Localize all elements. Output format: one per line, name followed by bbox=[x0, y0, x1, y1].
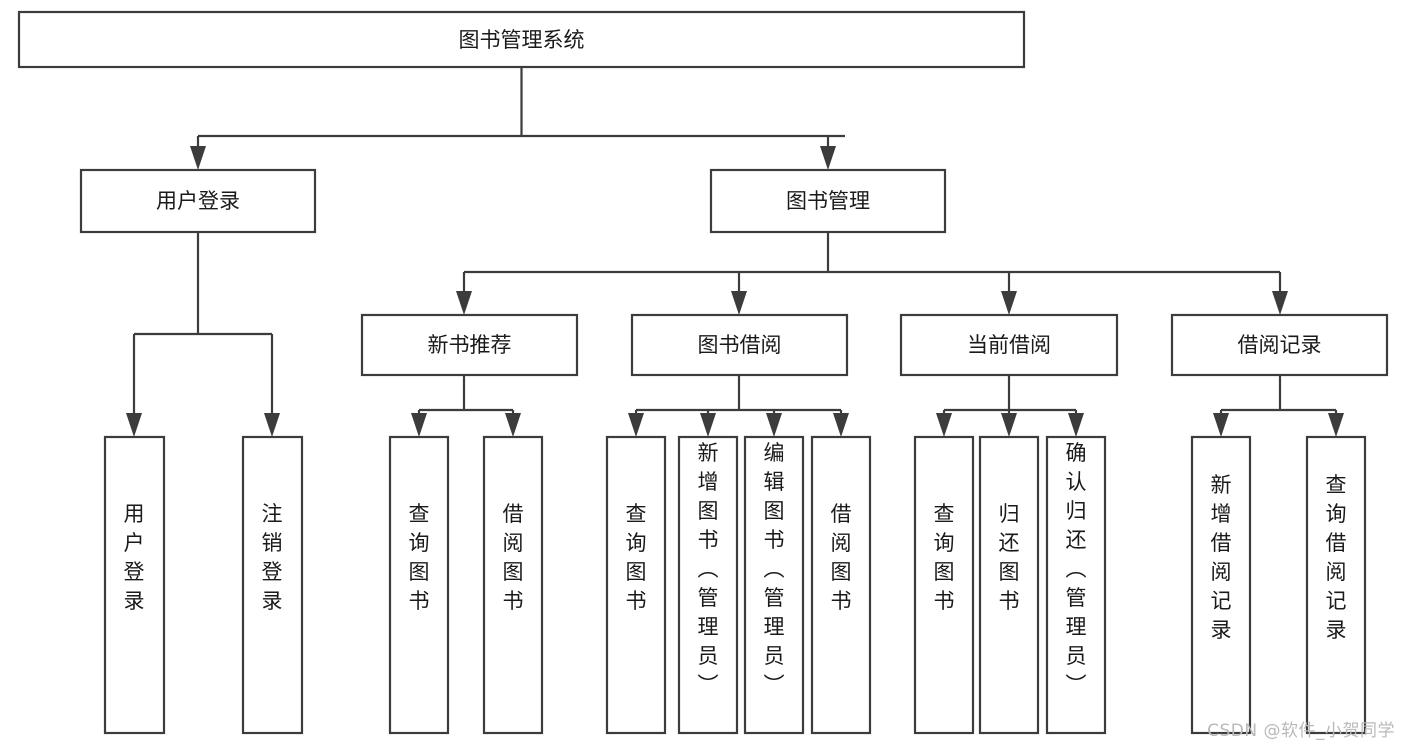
arrow-to-borrow-icon bbox=[731, 291, 747, 315]
arrow-to-leaf-6-icon bbox=[700, 413, 716, 437]
node-bookmgmt-box[interactable] bbox=[709, 168, 947, 234]
node-leaf-8-label: 借阅图书 bbox=[831, 502, 852, 613]
node-leaf-5-box[interactable] bbox=[605, 435, 667, 735]
node-leaf-12-box[interactable] bbox=[1190, 435, 1252, 735]
node-leaf-13[interactable]: 查询借阅记录 bbox=[1305, 435, 1367, 735]
node-leaf-11-label: 确认归还︵管理员︶ bbox=[1066, 441, 1087, 697]
connector-group-current bbox=[936, 375, 1084, 437]
arrow-to-leaf-10-icon bbox=[1001, 413, 1017, 437]
node-leaf-3-box[interactable] bbox=[388, 435, 450, 735]
csdn-watermark: CSDN @软件_小贺同学 bbox=[1207, 721, 1395, 741]
arrow-to-leaf-3-icon bbox=[411, 413, 427, 437]
node-leaf-7-box[interactable] bbox=[743, 435, 805, 735]
node-bookmgmt-label: 图书管理 bbox=[786, 189, 870, 213]
node-leaf-3-label: 查询图书 bbox=[409, 502, 430, 613]
arrow-to-bookmgmt-icon bbox=[820, 146, 836, 170]
node-login[interactable]: 用户登录 bbox=[79, 168, 317, 234]
node-leaf-2-label: 注销登录 bbox=[262, 502, 283, 613]
arrow-to-leaf-2-icon bbox=[264, 413, 280, 437]
connector-group-newbook bbox=[411, 375, 521, 437]
node-leaf-10[interactable]: 归还图书 bbox=[978, 435, 1040, 735]
arrow-to-leaf-13-icon bbox=[1328, 413, 1344, 437]
node-root-label: 图书管理系统 bbox=[459, 28, 585, 52]
node-leaf-10-box[interactable] bbox=[978, 435, 1040, 735]
node-login-label: 用户登录 bbox=[156, 189, 240, 213]
node-leaf-2-box[interactable] bbox=[241, 435, 304, 735]
node-leaf-4-label: 借阅图书 bbox=[503, 502, 524, 613]
node-leaf-9-box[interactable] bbox=[913, 435, 975, 735]
node-borrow-box[interactable] bbox=[630, 313, 849, 377]
node-leaf-6-box[interactable] bbox=[677, 435, 739, 735]
arrow-to-leaf-5-icon bbox=[628, 413, 644, 437]
node-leaf-7[interactable]: 编辑图书︵管理员︶ bbox=[743, 435, 805, 735]
arrow-to-record-icon bbox=[1272, 291, 1288, 315]
node-leaf-2[interactable]: 注销登录 bbox=[241, 435, 304, 735]
arrow-to-leaf-12-icon bbox=[1213, 413, 1229, 437]
arrow-to-login-icon bbox=[190, 146, 206, 170]
arrow-to-leaf-7-icon bbox=[766, 413, 782, 437]
node-current[interactable]: 当前借阅 bbox=[899, 313, 1119, 377]
arrow-to-leaf-1-icon bbox=[126, 413, 142, 437]
node-leaf-6[interactable]: 新增图书︵管理员︶ bbox=[677, 435, 739, 735]
arrow-to-leaf-4-icon bbox=[505, 413, 521, 437]
node-leaf-12[interactable]: 新增借阅记录 bbox=[1190, 435, 1252, 735]
node-leaf-6-label: 新增图书︵管理员︶ bbox=[698, 441, 719, 697]
node-root[interactable]: 图书管理系统 bbox=[17, 10, 1026, 69]
node-newbook-label: 新书推荐 bbox=[428, 333, 512, 357]
connector-group-record bbox=[1213, 375, 1344, 437]
node-leaf-4[interactable]: 借阅图书 bbox=[482, 435, 544, 735]
arrow-to-leaf-11-icon bbox=[1068, 413, 1084, 437]
node-leaf-5-label: 查询图书 bbox=[626, 502, 647, 613]
node-bookmgmt[interactable]: 图书管理 bbox=[709, 168, 947, 234]
connector-group-root bbox=[190, 67, 845, 170]
node-leaf-8[interactable]: 借阅图书 bbox=[810, 435, 872, 735]
node-leaf-11-box[interactable] bbox=[1045, 435, 1107, 735]
node-leaf-10-label: 归还图书 bbox=[999, 502, 1020, 613]
node-leaf-1-box[interactable] bbox=[103, 435, 166, 735]
node-current-label: 当前借阅 bbox=[967, 333, 1051, 357]
connector-group-bookmgmt bbox=[456, 232, 1288, 315]
node-leaf-9-label: 查询图书 bbox=[934, 502, 955, 613]
node-leaf-13-label: 查询借阅记录 bbox=[1326, 473, 1347, 642]
arrow-to-leaf-8-icon bbox=[833, 413, 849, 437]
connector-group-borrow bbox=[628, 375, 849, 437]
node-borrow-label: 图书借阅 bbox=[698, 333, 782, 357]
node-login-box[interactable] bbox=[79, 168, 317, 234]
node-root-box[interactable] bbox=[17, 10, 1026, 69]
node-leaf-1[interactable]: 用户登录 bbox=[103, 435, 166, 735]
node-leaf-5[interactable]: 查询图书 bbox=[605, 435, 667, 735]
node-leaf-11[interactable]: 确认归还︵管理员︶ bbox=[1045, 435, 1107, 735]
arrow-to-newbook-icon bbox=[456, 291, 472, 315]
connector-group-login bbox=[126, 232, 280, 437]
node-leaf-4-box[interactable] bbox=[482, 435, 544, 735]
node-leaf-9[interactable]: 查询图书 bbox=[913, 435, 975, 735]
node-record[interactable]: 借阅记录 bbox=[1170, 313, 1389, 377]
node-record-box[interactable] bbox=[1170, 313, 1389, 377]
node-leaf-13-box[interactable] bbox=[1305, 435, 1367, 735]
node-leaf-12-label: 新增借阅记录 bbox=[1211, 473, 1232, 642]
node-record-label: 借阅记录 bbox=[1238, 333, 1322, 357]
node-leaf-1-label: 用户登录 bbox=[124, 502, 145, 613]
node-current-box[interactable] bbox=[899, 313, 1119, 377]
arrow-to-leaf-9-icon bbox=[936, 413, 952, 437]
node-newbook[interactable]: 新书推荐 bbox=[360, 313, 579, 377]
node-leaf-7-label: 编辑图书︵管理员︶ bbox=[764, 441, 785, 697]
node-leaf-8-box[interactable] bbox=[810, 435, 872, 735]
node-borrow[interactable]: 图书借阅 bbox=[630, 313, 849, 377]
node-leaf-3[interactable]: 查询图书 bbox=[388, 435, 450, 735]
node-newbook-box[interactable] bbox=[360, 313, 579, 377]
arrow-to-current-icon bbox=[1001, 291, 1017, 315]
